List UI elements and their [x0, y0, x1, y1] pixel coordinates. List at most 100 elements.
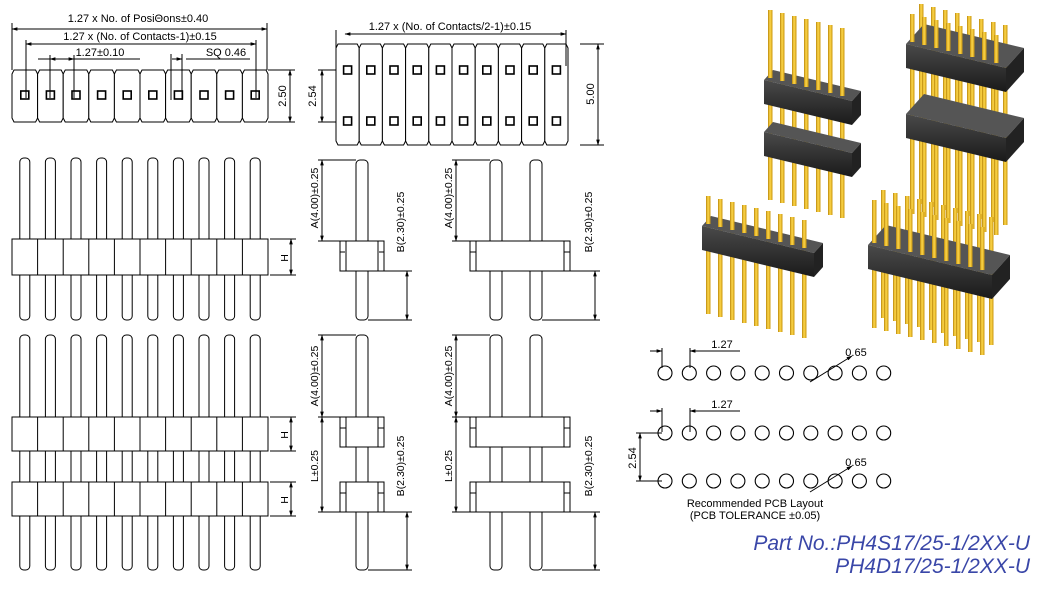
- product-render-tall-single: [764, 10, 861, 218]
- gold-pin-tip: [778, 270, 783, 332]
- pcb-hole: [827, 365, 843, 381]
- gold-pin: [816, 22, 821, 212]
- gold-pin: [840, 28, 845, 218]
- top-view-cell: [521, 43, 546, 146]
- gold-pin-tip: [706, 196, 711, 224]
- top-view-cell: [544, 43, 569, 146]
- square-pin: [389, 65, 399, 75]
- product-render-tall-dual: [906, 4, 1024, 235]
- dim-a-1: A(4.00)±0.25: [309, 168, 321, 229]
- gold-pin-tip: [804, 19, 809, 87]
- pin: [224, 334, 236, 571]
- dim-b-1: B(2.30)±0.25: [395, 192, 407, 253]
- pcb-hole: [754, 473, 770, 489]
- side-view-stacked-b: [452, 334, 600, 571]
- square-pin: [528, 116, 539, 126]
- pcb-hole: [851, 425, 867, 441]
- gold-pin-tip: [792, 164, 797, 206]
- gold-pin-tip: [994, 161, 999, 235]
- gold-pin-tip: [766, 211, 771, 239]
- gold-pin-tip: [956, 292, 961, 349]
- gold-pin-tip: [768, 10, 773, 78]
- pin: [121, 334, 133, 571]
- pcb-hole: [681, 425, 697, 441]
- pcb-hole: [876, 365, 892, 381]
- gold-pin-tip: [932, 286, 937, 343]
- pcb-hole: [827, 425, 843, 441]
- pcb-hole: [754, 425, 770, 441]
- pcb-pitch-2: 1.27: [711, 399, 732, 411]
- square-pin: [458, 116, 469, 126]
- square-pin: [96, 90, 107, 100]
- pcb-caption-line2: (PCB TOLERANCE ±0.05): [689, 510, 821, 522]
- housing-front: [906, 44, 1006, 92]
- square-pin: [412, 65, 423, 75]
- gold-pin-tip: [790, 217, 795, 245]
- pcb-hole: [778, 473, 795, 489]
- housing-top: [764, 122, 861, 153]
- housing-side: [814, 243, 823, 277]
- pin: [70, 334, 82, 571]
- square-pin: [342, 65, 353, 75]
- dim-h-1: H: [279, 254, 291, 262]
- gold-pin-tip: [754, 208, 759, 236]
- dim-dual-contacts: 1.27 x (No. of Contacts/2-1)±0.15: [369, 21, 532, 33]
- part-number-block: Part No.:PH4S17/25-1/2XX-U PH4D17/25-1/2…: [753, 532, 1030, 578]
- pcb-hole: [681, 365, 697, 381]
- square-pin: [199, 90, 209, 100]
- square-pin: [551, 116, 562, 126]
- dim-contacts-minus1: 1.27 x (No. of Contacts-1)±0.15: [63, 31, 216, 43]
- gold-pin-tip: [778, 214, 783, 242]
- part-number-line1: Part No.:PH4S17/25-1/2XX-U: [753, 532, 1030, 555]
- gold-pin: [828, 25, 833, 215]
- pcb-hole: [876, 473, 892, 489]
- pcb-hole: [803, 473, 819, 489]
- dim-a-2: A(4.00)±0.25: [443, 168, 455, 229]
- gold-pin-tip: [980, 227, 985, 270]
- pin: [198, 334, 210, 571]
- gold-pin-tip: [742, 205, 747, 233]
- dim-a-4: A(4.00)±0.25: [443, 346, 455, 407]
- gold-pin-tip: [994, 35, 999, 63]
- side-view-single-b: [452, 159, 600, 321]
- dim-l-1: L±0.25: [309, 450, 321, 482]
- gold-pin-tip: [840, 28, 845, 96]
- housing-top: [868, 225, 1010, 275]
- gold-pin-tip: [920, 283, 925, 340]
- dim-b-2: B(2.30)±0.25: [583, 192, 595, 253]
- top-view-cell: [451, 43, 476, 146]
- gold-pin-tip: [944, 218, 949, 261]
- gold-pin-tip: [718, 255, 723, 317]
- top-view-cell: [335, 43, 360, 146]
- gold-pin-tip: [792, 16, 797, 84]
- top-view-cell: [405, 43, 430, 146]
- dim-height-dual: 5.00: [585, 83, 597, 104]
- pin: [96, 334, 108, 571]
- gold-pin-tip: [956, 221, 961, 264]
- square-pin: [435, 65, 446, 75]
- gold-pin-tip: [828, 25, 833, 93]
- gold-pin-tip: [910, 14, 915, 42]
- pin: [44, 334, 56, 571]
- top-view-cell: [428, 43, 453, 146]
- gold-pin-tip: [840, 176, 845, 218]
- gold-pin-tip: [922, 17, 927, 45]
- gold-pin-tip: [804, 167, 809, 209]
- gold-pin-tip: [980, 298, 985, 355]
- gold-pin-tip: [790, 273, 795, 335]
- gold-pin-tip: [958, 26, 963, 54]
- pcb-hole: [803, 365, 819, 381]
- square-pin: [435, 116, 446, 126]
- gold-pin-tip: [908, 280, 913, 337]
- top-view-cell: [358, 43, 383, 146]
- housing-front: [868, 245, 992, 299]
- pin: [249, 334, 261, 571]
- square-pin: [389, 116, 399, 126]
- dual-row-top-view: [318, 30, 604, 146]
- gold-pin-tip: [768, 158, 773, 200]
- gold-pin-tip: [730, 202, 735, 230]
- pcb-hole: [730, 365, 746, 381]
- housing-front: [906, 114, 1006, 162]
- pin: [19, 334, 31, 571]
- pcb-hole: [657, 365, 673, 381]
